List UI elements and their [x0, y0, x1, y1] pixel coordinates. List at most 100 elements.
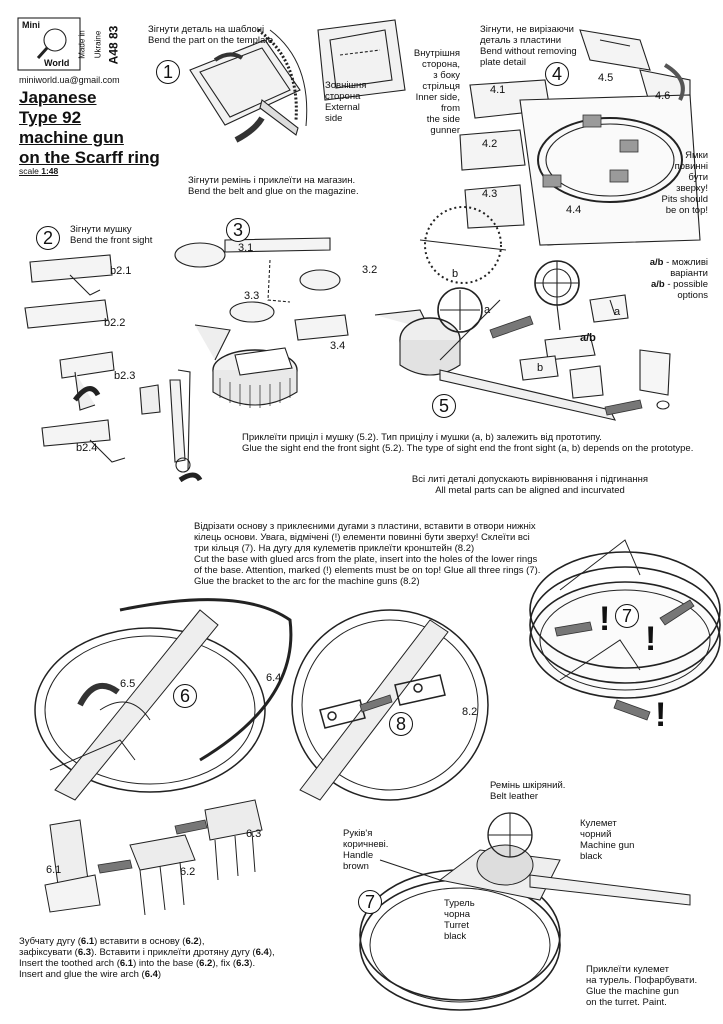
- part-label-4-1: 4.1: [490, 84, 506, 96]
- part-label-b2-3: b2.3: [114, 370, 136, 382]
- part-label-b2-1: b2.1: [110, 265, 132, 277]
- arrow-icon: [554, 621, 593, 637]
- part-label-6-4: 6.4: [266, 672, 282, 684]
- arch-note-line: Insert and glue the wire arch (6.4): [19, 969, 162, 980]
- arrow-icon: [613, 699, 651, 721]
- part-label-6-3: 6.3: [246, 828, 262, 840]
- step7-number: 7: [615, 604, 639, 628]
- part-tag: [542, 174, 562, 188]
- attention-mark: !: [645, 620, 657, 658]
- made-in-2: Ukraine: [93, 30, 103, 59]
- logo-magnifier-icon: [43, 28, 67, 52]
- arrow-icon: [489, 315, 534, 339]
- made-in-1: Made in: [77, 30, 87, 59]
- part-label-3-1: 3.1: [238, 242, 254, 254]
- step2-number: 2: [36, 226, 60, 250]
- step5-number: 5: [432, 394, 456, 418]
- belt-leather-note: Ремінь шкіряний.Belt leather: [490, 780, 566, 802]
- step3-illustration: [174, 237, 349, 408]
- belt-note-en: Bend the belt and glue on the magazine.: [188, 186, 359, 197]
- arrow-icon: [604, 399, 643, 416]
- scale-label: scale: [19, 166, 39, 176]
- part-label-4-2: 4.2: [482, 138, 498, 150]
- step3-number: 3: [226, 218, 250, 242]
- part-label-4-5: 4.5: [598, 72, 614, 84]
- contact-email: miniworld.ua@gmail.com: [19, 75, 120, 85]
- bend-arrow-icon: [234, 116, 265, 143]
- scale-value: 1:48: [41, 166, 59, 176]
- step5-text-en: Glue the sight end the front sight (5.2)…: [242, 443, 694, 454]
- arrow-icon: [359, 694, 393, 713]
- part-label-4-4: 4.4: [566, 204, 582, 216]
- part-label-3-4: 3.4: [330, 340, 346, 352]
- rotate-arrow-icon: [178, 472, 203, 483]
- arch-note-line: зафіксувати (6.3). Вставити і приклеїти …: [19, 947, 275, 958]
- arrow-icon: [174, 819, 208, 835]
- step2-illustration: [24, 254, 191, 473]
- part-tag: [619, 139, 639, 153]
- base-note: Відрізати основу з приклеєними дугами з …: [194, 521, 541, 587]
- step1-illustration: [189, 19, 406, 136]
- step8-number: 8: [389, 712, 413, 736]
- bend-arrow-icon: [213, 52, 244, 62]
- step6-number: 6: [173, 684, 197, 708]
- part-label-4-3: 4.3: [482, 188, 498, 200]
- step1-number: 1: [156, 60, 180, 84]
- part-tag: [582, 114, 602, 128]
- part-label-6-5: 6.5: [120, 678, 136, 690]
- step8-illustration: [291, 609, 489, 801]
- part-label-b2-2: b2.2: [104, 317, 126, 329]
- arch-note-line: Зубчату дугу (6.1) вставити в основу (6.…: [19, 936, 205, 947]
- title-line3: machine gun: [19, 128, 124, 147]
- final-assembly-illustration: [359, 812, 691, 1011]
- part-tag: [609, 169, 629, 183]
- part-label-3-3: 3.3: [244, 290, 260, 302]
- title-line1: Japanese: [19, 88, 97, 107]
- rotate-arrow-icon: [77, 682, 120, 707]
- step1-text-en: Bend the part on the template: [148, 35, 274, 46]
- document-title: Japanese Type 92 machine gun on the Scar…: [19, 88, 160, 168]
- scale-note: scale 1:48: [19, 166, 58, 176]
- sight-label-b: b: [452, 268, 459, 280]
- final-step-number: 7: [358, 890, 382, 914]
- step1-text-ua: Зігнути деталь на шаблоні: [148, 24, 265, 35]
- step6-illustration: [34, 598, 293, 801]
- part-label-6-2: 6.2: [180, 866, 196, 878]
- options-legend: a/b - можливі варіанти a/b - possible op…: [649, 257, 708, 301]
- part-label-4-6: 4.6: [655, 90, 671, 102]
- title-line4: on the Scarff ring: [19, 148, 160, 167]
- arch-note-line: Insert the toothed arch (6.1) into the b…: [19, 958, 256, 969]
- logo-text-top: Mini: [22, 20, 40, 30]
- made-in-block: Made in Ukraine: [78, 22, 103, 68]
- step2-text-en: Bend the front sight: [70, 235, 153, 246]
- step4-number: 4: [545, 62, 569, 86]
- step6-detail-illustration: [44, 799, 263, 916]
- part-label-6-1: 6.1: [46, 864, 62, 876]
- metal-note-ua: Всі литі деталі допускають вирівнювання …: [411, 474, 649, 485]
- step5-illustration: [374, 206, 671, 421]
- step2-text-ua: Зігнути мушку: [70, 224, 132, 235]
- logo-frame: [17, 17, 81, 71]
- part-label-b2-4: b2.4: [76, 442, 98, 454]
- attention-mark: !: [655, 696, 667, 734]
- part-label-8-2: 8.2: [462, 706, 478, 718]
- step5-text-ua: Приклеїти приціл і мушку (5.2). Тип приц…: [242, 432, 602, 443]
- product-code: A48 83: [106, 25, 121, 65]
- title-line2: Type 92: [19, 108, 82, 127]
- sight-label-a-2: a: [614, 306, 621, 318]
- attention-mark: !: [599, 600, 611, 638]
- metal-note-en: All metal parts can be aligned and incur…: [435, 485, 625, 496]
- arrow-icon: [97, 859, 133, 874]
- logo-text-bottom: World: [44, 58, 70, 68]
- sight-label-ab: a/b: [580, 332, 596, 344]
- part-label-3-2: 3.2: [362, 264, 378, 276]
- belt-note-ua: Зігнути ремінь і приклеїти на магазин.: [188, 175, 356, 186]
